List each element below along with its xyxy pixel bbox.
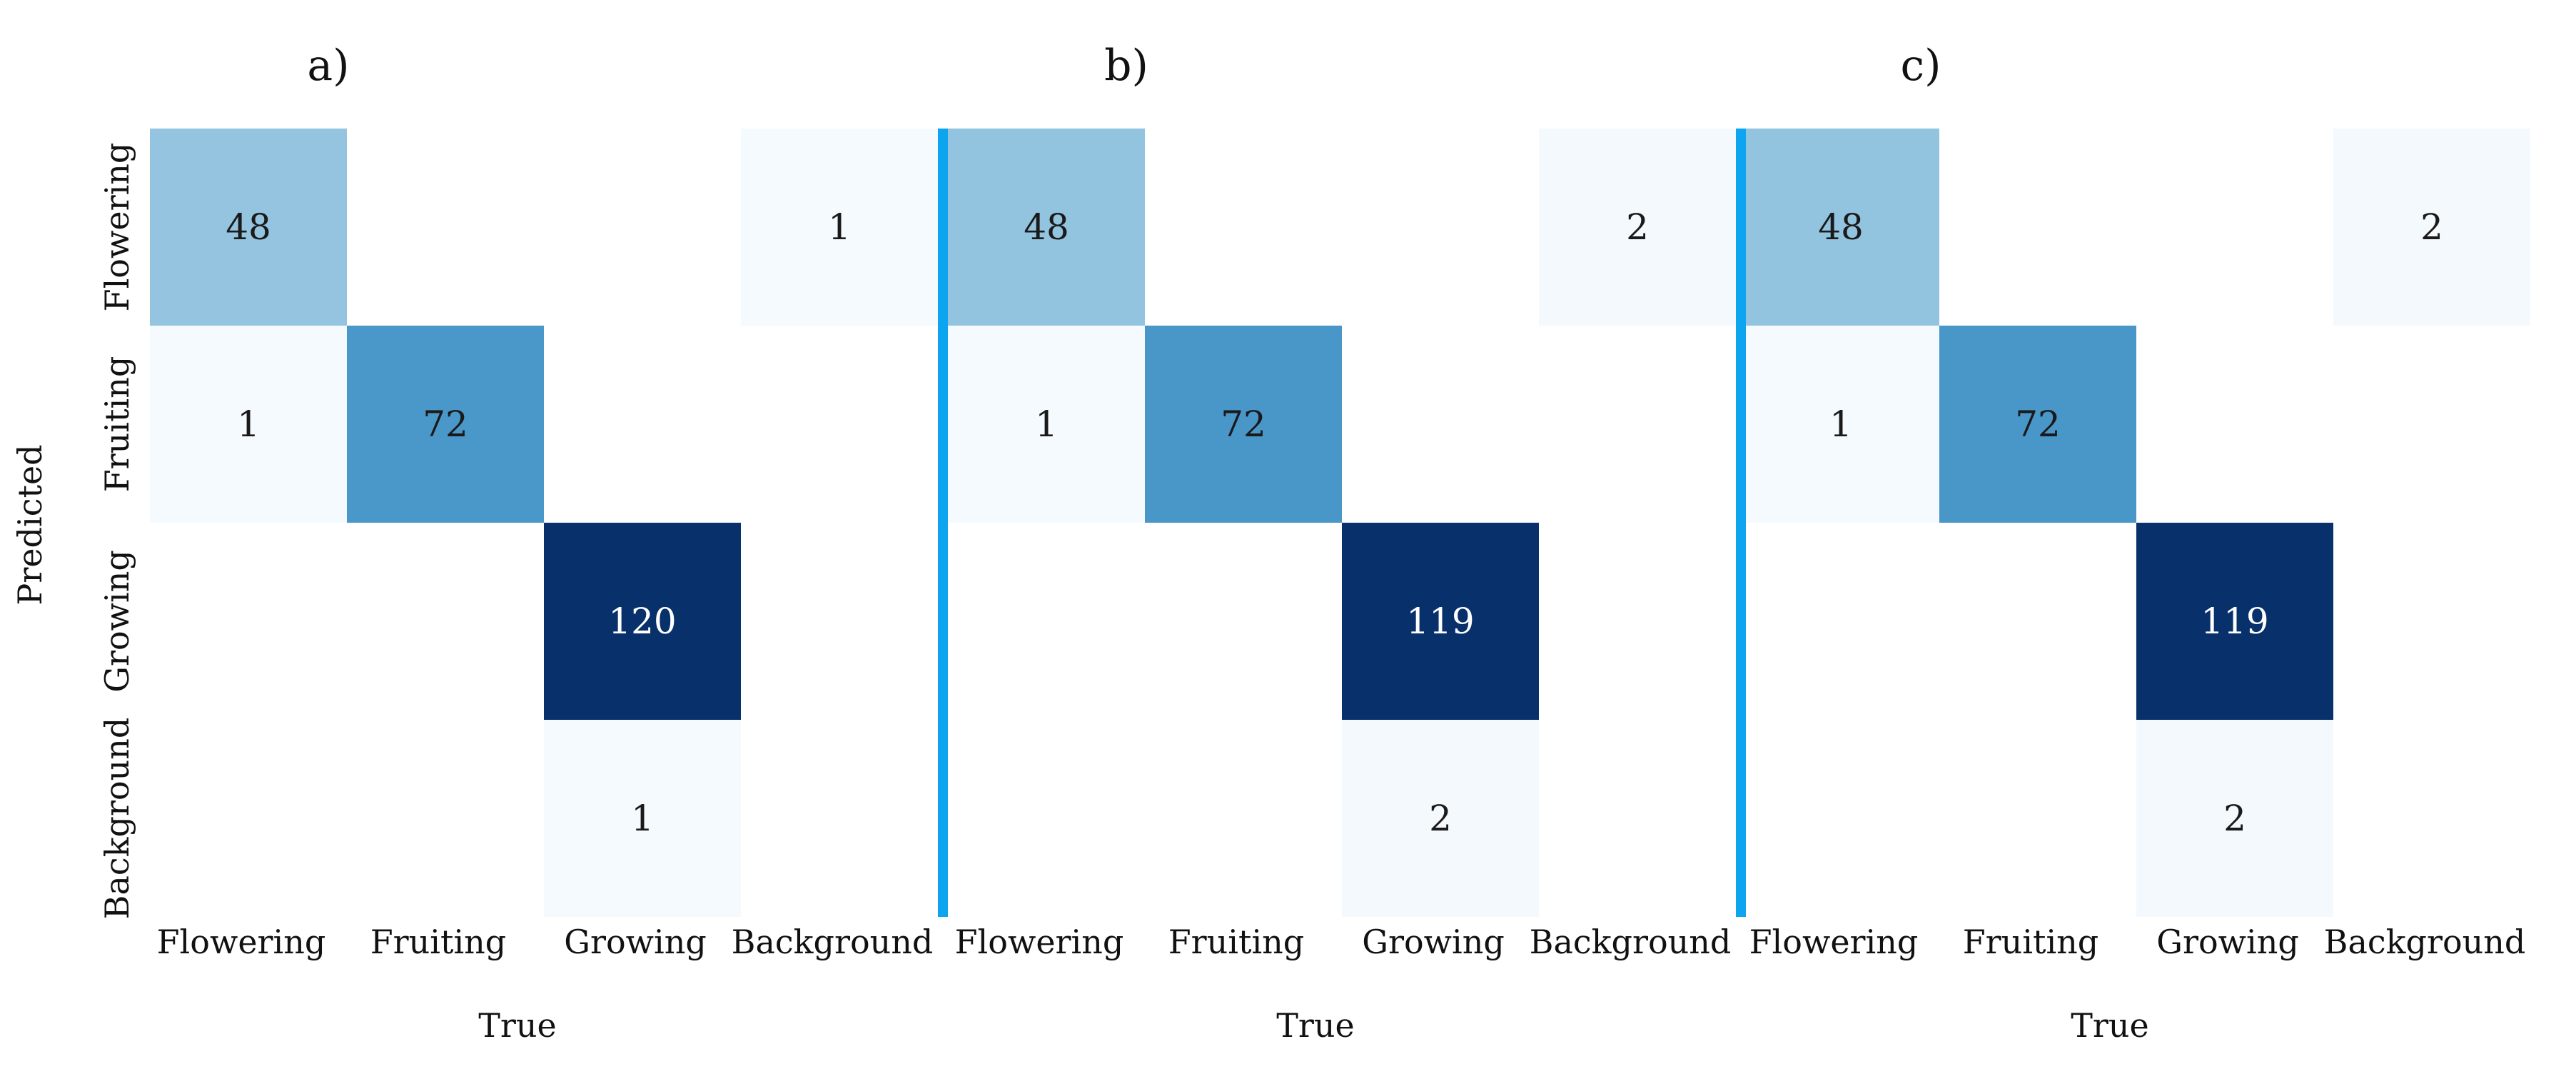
panel-title: b) <box>1104 41 1148 91</box>
x-tick-label: Flowering <box>1749 923 1919 961</box>
cell-value-label: 48 <box>1818 206 1864 248</box>
cell-value-label: 2 <box>1626 206 1649 248</box>
heatmap-cell <box>2136 523 2333 720</box>
cell-value-label: 1 <box>237 403 260 445</box>
cell-value-label: 1 <box>1035 403 1058 445</box>
heatmap-cell <box>948 129 1145 326</box>
x-tick-label: Fruiting <box>370 923 507 961</box>
heatmap-cell <box>2136 720 2333 917</box>
cell-value-label: 1 <box>1829 403 1852 445</box>
cell-value-label: 2 <box>2420 206 2443 248</box>
cell-value-label: 119 <box>1406 601 1474 642</box>
x-axis-label: True <box>478 1006 557 1045</box>
heatmap-cell <box>544 523 741 720</box>
heatmap-cell <box>150 129 347 326</box>
heatmap-cell <box>1742 326 1939 523</box>
x-tick-label: Growing <box>1362 923 1505 961</box>
x-axis-label: True <box>1276 1006 1355 1045</box>
x-tick-label: Growing <box>564 923 707 961</box>
heatmap-cell <box>2333 129 2530 326</box>
heatmap-cell <box>347 326 544 523</box>
panel-title: c) <box>1900 41 1941 91</box>
cell-value-label: 1 <box>828 206 851 248</box>
heatmap-cell <box>544 720 741 917</box>
x-tick-label: Background <box>2324 923 2526 961</box>
y-tick-label: Background <box>98 718 136 920</box>
panel-2: 48 2 1 72 119 2 b) Flowering Fruiting Growing Back… <box>948 41 1736 1045</box>
figure-ylabel: Predicted <box>11 444 49 605</box>
heatmap-cell <box>1939 326 2136 523</box>
x-tick-label: Growing <box>2156 923 2299 961</box>
x-tick-label: Flowering <box>157 923 326 961</box>
x-tick-label: Background <box>732 923 934 961</box>
cell-value-label: 2 <box>2223 798 2246 839</box>
x-tick-label: Fruiting <box>1168 923 1305 961</box>
cell-value-label: 72 <box>1221 403 1266 445</box>
cell-value-label: 120 <box>608 601 676 642</box>
x-tick-label: Background <box>1530 923 1732 961</box>
cell-value-label: 72 <box>423 403 468 445</box>
heatmap-cell <box>1342 523 1539 720</box>
heatmap-cell <box>1539 129 1736 326</box>
cell-value-label: 72 <box>2015 403 2061 445</box>
x-axis-label: True <box>2071 1006 2149 1045</box>
heatmap-cell <box>948 326 1145 523</box>
cell-value-label: 48 <box>226 206 271 248</box>
panel-3: 48 2 1 72 119 2 c) Flowering Fruiting Growing Back… <box>1742 41 2530 1045</box>
heatmap-cell <box>1342 720 1539 917</box>
panel-separator-line <box>938 129 948 917</box>
heatmap-cell <box>741 129 938 326</box>
heatmap-cell <box>1742 129 1939 326</box>
heatmap-cell <box>1145 326 1342 523</box>
cell-value-label: 48 <box>1024 206 1069 248</box>
cell-value-label: 119 <box>2201 601 2268 642</box>
cell-value-label: 2 <box>1429 798 1452 839</box>
heatmap-cell <box>150 326 347 523</box>
y-tick-label: Fruiting <box>98 356 136 493</box>
panel-separator-line <box>1736 129 1746 917</box>
x-tick-label: Fruiting <box>1963 923 2099 961</box>
x-tick-label: Flowering <box>955 923 1124 961</box>
y-tick-label: Flowering <box>98 143 136 312</box>
y-tick-label: Growing <box>98 550 136 693</box>
panel-title: a) <box>307 41 349 91</box>
cell-value-label: 1 <box>631 798 654 839</box>
